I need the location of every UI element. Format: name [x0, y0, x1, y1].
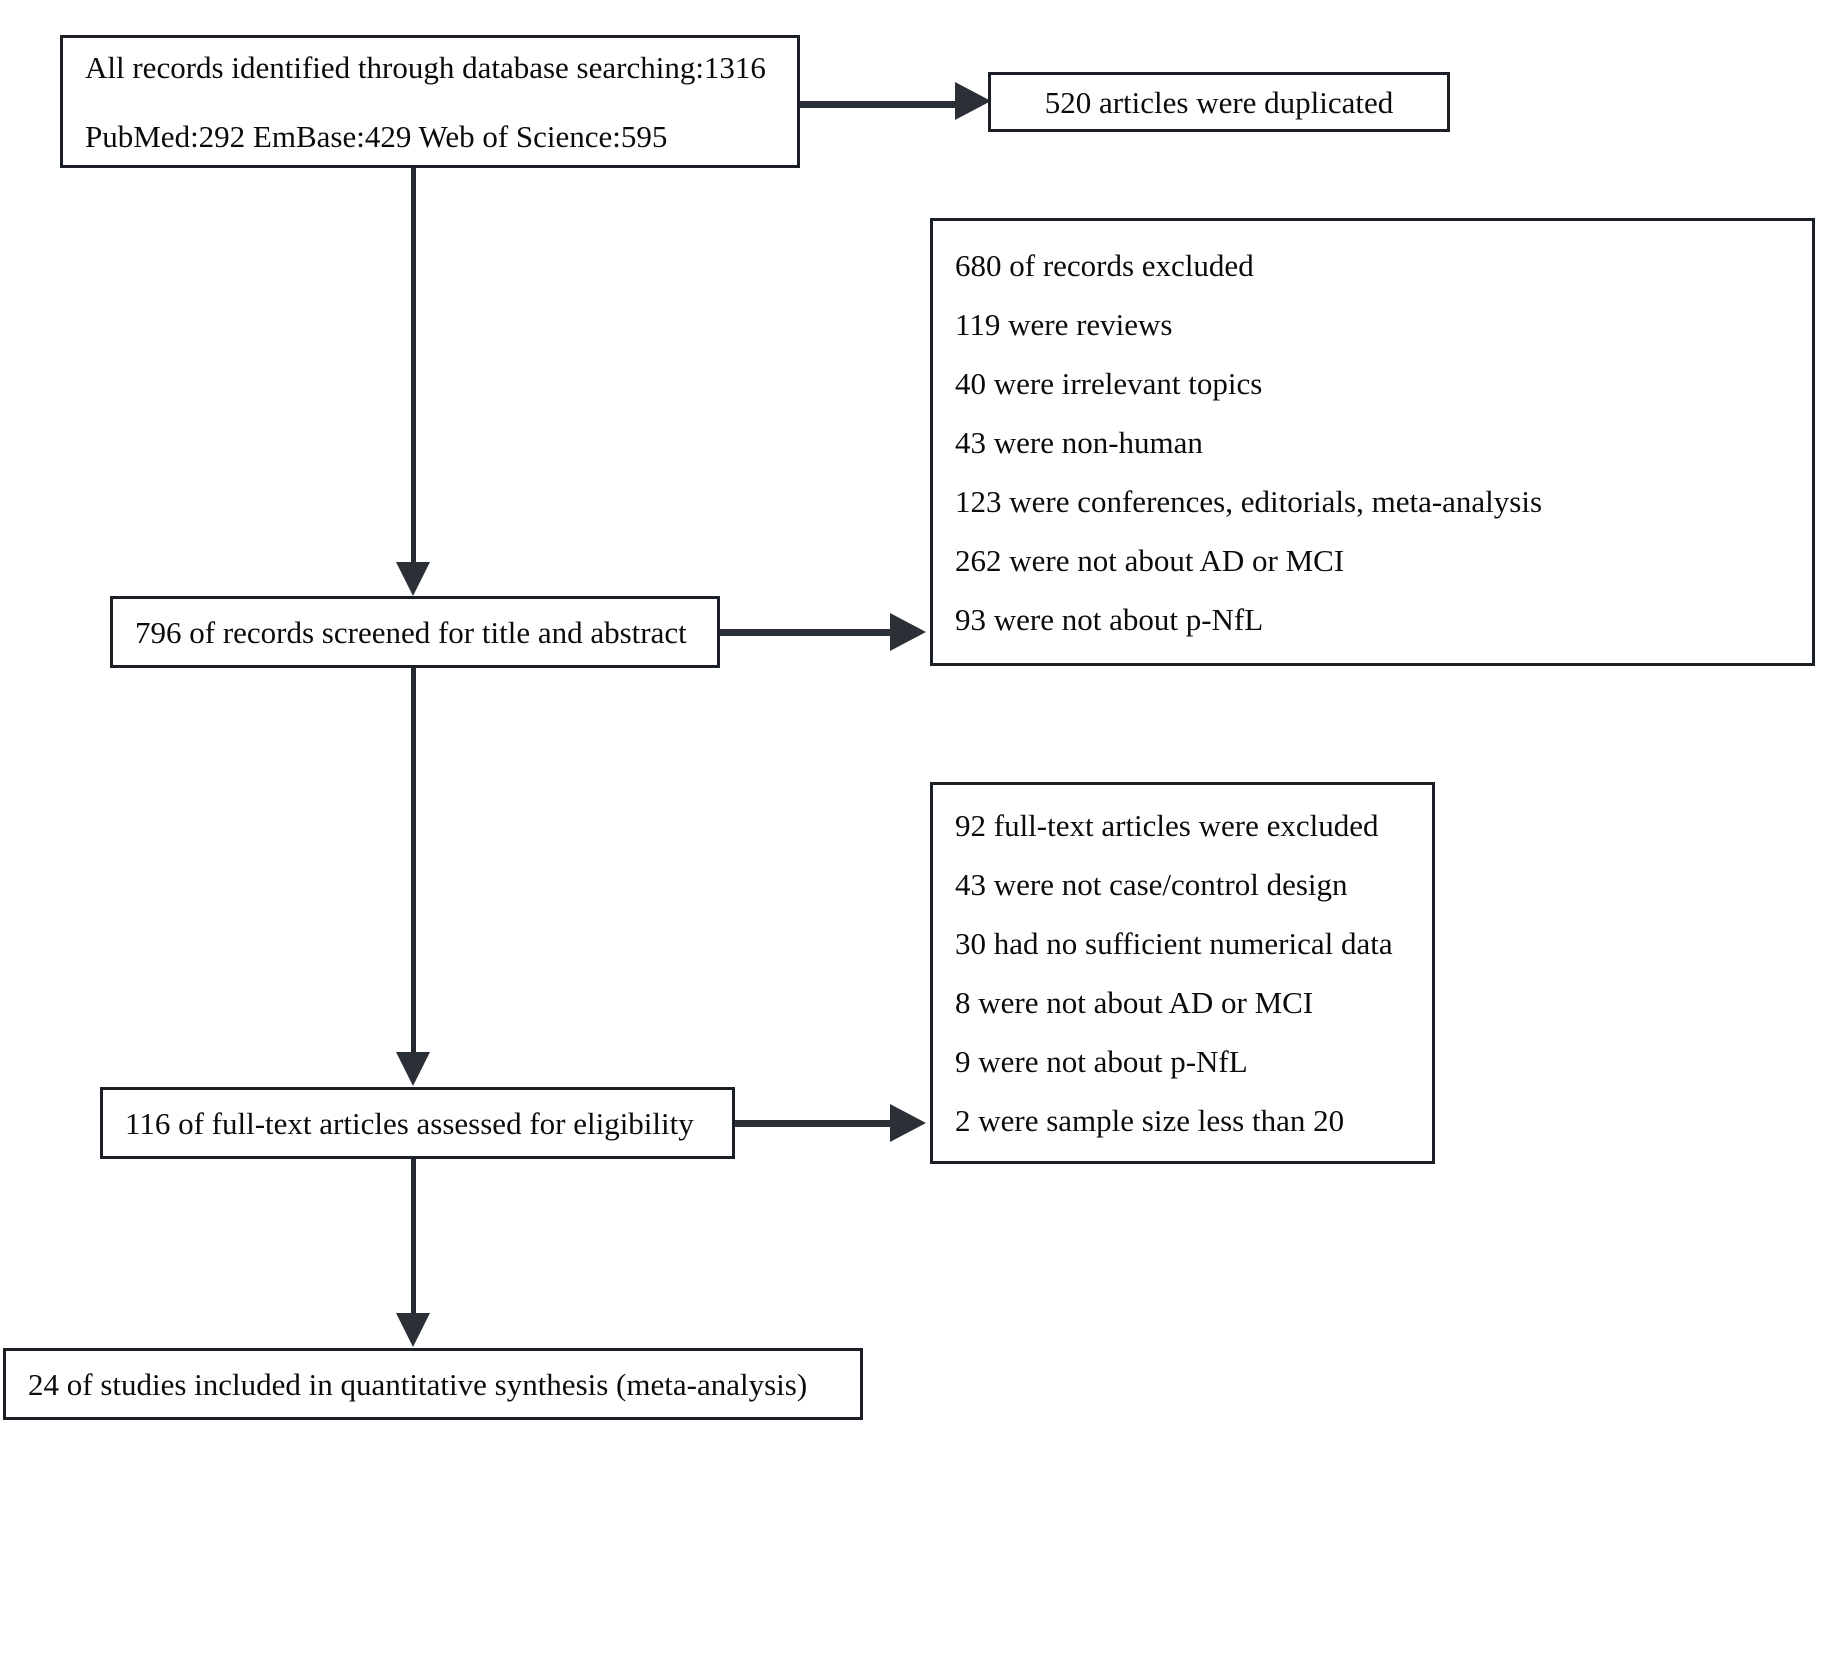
connector-screening-to-exclusions — [720, 629, 895, 636]
arrowhead-to-eligibility — [396, 1052, 430, 1086]
identification-box: All records identified through database … — [60, 35, 800, 168]
screening-exclusion-line: 262 were not about AD or MCI — [955, 542, 1345, 578]
screening-exclusions-box: 680 of records excluded 119 were reviews… — [930, 218, 1815, 666]
screening-exclusion-line: 119 were reviews — [955, 306, 1173, 342]
connector-eligibility-to-exclusions — [735, 1120, 900, 1127]
fulltext-exclusions-box: 92 full-text articles were excluded 43 w… — [930, 782, 1435, 1164]
arrowhead-to-fulltext-exclusions — [890, 1104, 926, 1142]
screening-exclusion-line: 43 were non-human — [955, 424, 1203, 460]
identification-line-2: PubMed:292 EmBase:429 Web of Science:595 — [85, 118, 668, 154]
eligibility-box: 116 of full-text articles assessed for e… — [100, 1087, 735, 1159]
identification-line-1: All records identified through database … — [85, 49, 766, 85]
screening-exclusion-line: 40 were irrelevant topics — [955, 365, 1263, 401]
included-line-1: 24 of studies included in quantitative s… — [28, 1366, 808, 1402]
screening-exclusion-line: 93 were not about p-NfL — [955, 601, 1264, 637]
fulltext-exclusion-line: 43 were not case/control design — [955, 867, 1348, 902]
arrowhead-to-included — [396, 1313, 430, 1347]
screening-box: 796 of records screened for title and ab… — [110, 596, 720, 668]
included-box: 24 of studies included in quantitative s… — [3, 1348, 863, 1420]
screening-exclusion-line: 123 were conferences, editorials, meta-a… — [955, 483, 1543, 519]
fulltext-exclusion-line: 2 were sample size less than 20 — [955, 1103, 1345, 1138]
fulltext-exclusion-line: 92 full-text articles were excluded — [955, 808, 1379, 843]
arrowhead-to-screening-exclusions — [890, 613, 926, 651]
connector-identification-to-duplicates — [800, 101, 960, 108]
fulltext-exclusion-line: 9 were not about p-NfL — [955, 1044, 1248, 1079]
duplicates-box: 520 articles were duplicated — [988, 72, 1450, 132]
fulltext-exclusion-line: 30 had no sufficient numerical data — [955, 926, 1393, 961]
connector-screening-to-eligibility — [411, 668, 416, 1058]
screening-exclusion-line: 680 of records excluded — [955, 247, 1254, 283]
arrowhead-to-duplicates — [955, 82, 991, 120]
connector-identification-to-screening — [411, 168, 416, 568]
screening-line-1: 796 of records screened for title and ab… — [135, 614, 687, 650]
fulltext-exclusion-line: 8 were not about AD or MCI — [955, 985, 1314, 1020]
arrowhead-to-screening — [396, 562, 430, 596]
eligibility-line-1: 116 of full-text articles assessed for e… — [125, 1105, 694, 1141]
duplicates-line-1: 520 articles were duplicated — [1044, 84, 1394, 120]
connector-eligibility-to-included — [411, 1159, 416, 1319]
